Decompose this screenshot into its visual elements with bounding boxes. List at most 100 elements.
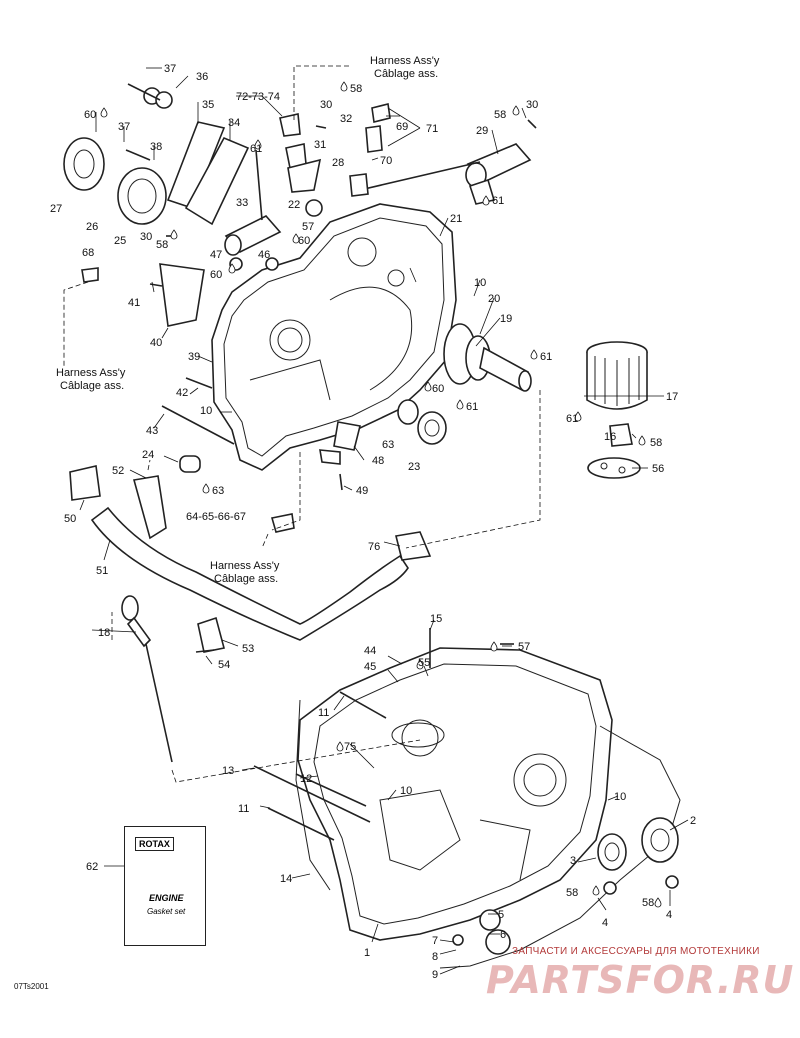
callout-10a: 10 xyxy=(200,405,212,417)
callout-41: 41 xyxy=(128,297,140,309)
callout-10b: 10 xyxy=(474,277,486,289)
callout-37b: 37 xyxy=(118,121,130,133)
callout-58e: 58 xyxy=(566,887,578,899)
callout-57b: 57 xyxy=(518,641,530,653)
gasket-box-subtitle: Gasket set xyxy=(147,907,186,916)
callout-46: 46 xyxy=(258,249,270,261)
callout-35: 35 xyxy=(202,99,214,111)
case-gasket-left xyxy=(295,699,331,891)
callout-58d: 58 xyxy=(650,437,662,449)
callout-75: 75 xyxy=(344,741,356,753)
callout-30c: 30 xyxy=(140,231,152,243)
leader-lines xyxy=(79,67,689,975)
routing-lines xyxy=(63,65,541,783)
callout-14: 14 xyxy=(280,873,292,885)
callout-10d: 10 xyxy=(614,791,626,803)
svg-text:Câblage ass.: Câblage ass. xyxy=(214,573,278,585)
rotax-logo: ROTAX xyxy=(135,837,174,851)
small-parts xyxy=(69,87,679,955)
callout-61c: 61 xyxy=(540,351,552,363)
callout-60d: 60 xyxy=(432,383,444,395)
svg-text:Harness Ass'y: Harness Ass'y xyxy=(370,55,440,67)
shift-shaft xyxy=(359,161,481,191)
lower-crankcase xyxy=(297,647,613,941)
callout-64-67: 64-65-66-67 xyxy=(186,511,246,523)
callout-45: 45 xyxy=(364,661,376,673)
callout-12: 12 xyxy=(300,773,312,785)
callout-3: 3 xyxy=(570,855,576,867)
callout-4: 4 xyxy=(666,909,672,921)
drawing-code: 07Ts2001 xyxy=(14,982,49,991)
callout-17: 17 xyxy=(666,391,678,403)
callout-18: 18 xyxy=(98,627,110,639)
callout-50: 50 xyxy=(64,513,76,525)
callout-22: 22 xyxy=(288,199,300,211)
callout-44: 44 xyxy=(364,645,376,657)
harness-label-top: Harness Ass'y Câblage ass. xyxy=(370,55,440,80)
callout-71: 71 xyxy=(426,123,438,135)
callout-8: 8 xyxy=(432,951,438,963)
callout-26: 26 xyxy=(86,221,98,233)
callout-11a: 11 xyxy=(318,707,329,719)
callout-76: 76 xyxy=(368,541,380,553)
svg-text:Câblage ass.: Câblage ass. xyxy=(60,380,124,392)
gasket-set-box: ROTAX ENGINE Gasket set xyxy=(124,826,206,946)
case-gasket xyxy=(439,725,681,969)
callout-21: 21 xyxy=(450,213,462,225)
callout-4b: 4 xyxy=(602,917,608,929)
watermark-site: PARTSFOR.RU xyxy=(486,958,795,1002)
callout-27: 27 xyxy=(50,203,62,215)
callout-63a: 63 xyxy=(212,485,224,497)
dipstick xyxy=(121,595,173,763)
callout-61d: 61 xyxy=(466,401,478,413)
callout-16: 16 xyxy=(604,431,616,443)
callout-58a: 58 xyxy=(350,83,362,95)
callout-2: 2 xyxy=(690,815,696,827)
callout-36: 36 xyxy=(196,71,208,83)
callout-61e: 61 xyxy=(566,413,578,425)
callout-39: 39 xyxy=(188,351,200,363)
callout-60a: 60 xyxy=(84,109,96,121)
svg-text:Harness Ass'y: Harness Ass'y xyxy=(210,560,280,572)
bearings xyxy=(63,137,679,871)
callout-19: 19 xyxy=(500,313,512,325)
callout-40: 40 xyxy=(150,337,162,349)
gasket-box-title: ENGINE xyxy=(149,893,184,903)
oil-filter xyxy=(586,341,648,410)
callout-60b: 60 xyxy=(298,235,310,247)
callout-70: 70 xyxy=(380,155,392,167)
callout-9: 9 xyxy=(432,969,438,981)
callout-34: 34 xyxy=(228,117,240,129)
callout-33: 33 xyxy=(236,197,248,209)
callout-72-74: 72-73-74 xyxy=(236,91,280,103)
callout-38: 38 xyxy=(150,141,162,153)
callout-52: 52 xyxy=(112,465,124,477)
callout-43: 43 xyxy=(146,425,158,437)
callout-60c: 60 xyxy=(210,269,222,281)
harness-label-left: Harness Ass'y Câblage ass. xyxy=(56,367,126,392)
callout-30b: 30 xyxy=(526,99,538,111)
callout-10c: 10 xyxy=(400,785,412,797)
callout-13: 13 xyxy=(222,765,234,777)
callout-62: 62 xyxy=(86,861,98,873)
callout-42: 42 xyxy=(176,387,188,399)
callout-28: 28 xyxy=(332,157,344,169)
callout-25: 25 xyxy=(114,235,126,247)
filter-fitting xyxy=(587,423,641,479)
callout-48: 48 xyxy=(372,455,384,467)
starter-motor xyxy=(224,143,532,256)
callout-57a: 57 xyxy=(302,221,314,233)
svg-text:Câblage ass.: Câblage ass. xyxy=(374,68,438,80)
callout-15: 15 xyxy=(430,613,442,625)
callout-6: 6 xyxy=(500,929,506,941)
harness-label-bottom: Harness Ass'y Câblage ass. xyxy=(210,560,280,585)
callout-49: 49 xyxy=(356,485,368,497)
water-hose xyxy=(90,506,409,641)
callout-51: 51 xyxy=(96,565,108,577)
callout-55: 55 xyxy=(418,657,430,669)
callout-5: 5 xyxy=(498,909,504,921)
callout-23: 23 xyxy=(408,461,420,473)
callout-54: 54 xyxy=(218,659,230,671)
watermark-tagline: ЗАПЧАСТИ И АКСЕССУАРЫ ДЛЯ МОТОТЕХНИКИ xyxy=(512,946,760,957)
